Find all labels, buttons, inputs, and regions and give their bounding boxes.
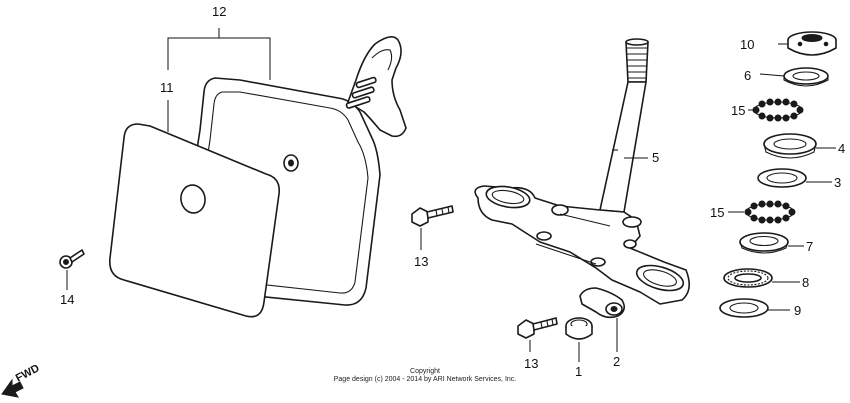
fwd-label: FWD [14, 362, 42, 384]
bolt-13-upper [411, 205, 454, 250]
callout-6: 6 [744, 68, 751, 83]
race-3 [757, 168, 832, 188]
callout-3: 3 [834, 175, 841, 190]
washer-6 [759, 67, 829, 87]
callout-7: 7 [806, 239, 813, 254]
ball-race-15-upper [748, 98, 804, 122]
callout-8: 8 [802, 275, 809, 290]
race-7 [739, 232, 804, 254]
steering-nut-10 [778, 31, 837, 56]
callout-5: 5 [652, 150, 659, 165]
callout-12: 12 [212, 4, 226, 19]
bolt-13-lower [517, 317, 558, 352]
callout-4: 4 [838, 141, 845, 156]
ball-race-15-lower [728, 200, 796, 224]
screw-14 [59, 249, 85, 290]
callout-13-lower: 13 [524, 356, 538, 371]
callout-10: 10 [740, 37, 754, 52]
callout-11: 11 [160, 80, 174, 95]
callout-2: 2 [613, 354, 620, 369]
race-4 [763, 133, 836, 159]
number-plate-front [108, 123, 281, 318]
dust-seal-8 [723, 268, 800, 288]
steering-stem [474, 38, 690, 305]
washer-9 [719, 298, 790, 318]
dust-seal-2 [579, 287, 626, 352]
bearing-1 [565, 317, 593, 362]
copyright-line-1: Copyright [410, 368, 440, 375]
callout-13-upper: 13 [414, 254, 428, 269]
callout-14: 14 [60, 292, 74, 307]
copyright-line-2: Page design (c) 2004 - 2014 by ARI Netwo… [334, 376, 517, 383]
callout-15-upper: 15 [731, 103, 745, 118]
fwd-arrow: FWD [1, 362, 42, 398]
callout-9: 9 [794, 303, 801, 318]
fwd-arrow-icon [1, 378, 24, 398]
callout-15-lower: 15 [710, 205, 724, 220]
callout-1: 1 [575, 364, 582, 379]
